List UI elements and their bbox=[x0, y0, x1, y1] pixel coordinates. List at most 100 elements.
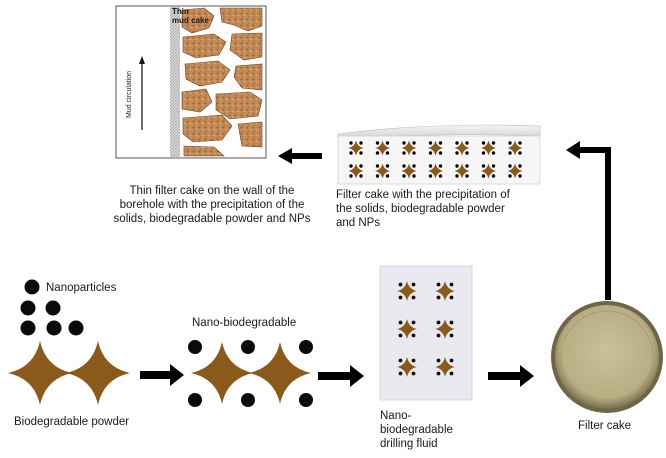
nanoparticle-dot bbox=[385, 141, 390, 145]
biodegradable-particle bbox=[401, 163, 417, 179]
biodegradable-particle bbox=[375, 140, 390, 156]
nanoparticle-dot bbox=[375, 164, 380, 168]
biodegradable-particle bbox=[428, 163, 443, 179]
biodegradable-particle bbox=[481, 163, 496, 179]
nanoparticle bbox=[20, 320, 36, 336]
nanoparticle-dot bbox=[359, 151, 363, 155]
nanoparticle bbox=[188, 393, 202, 407]
biodegradable-particle bbox=[428, 140, 443, 156]
nanoparticle-dot bbox=[398, 371, 403, 376]
nanoparticle-dot bbox=[436, 371, 441, 376]
nanoparticle-dot bbox=[398, 282, 403, 287]
nanoparticle-dot bbox=[375, 141, 380, 145]
nanoparticle-dot bbox=[438, 164, 443, 168]
nanoparticle-dot bbox=[375, 151, 380, 155]
nanoparticle-dot bbox=[428, 141, 433, 145]
nanoparticle-dot bbox=[518, 164, 522, 168]
dish-cake-surface bbox=[555, 305, 659, 409]
nanoparticle-dot bbox=[398, 295, 403, 300]
thin-mud-cake-line-1: Thin bbox=[172, 7, 189, 16]
drilling-fluid-line-3: drilling fluid bbox=[380, 438, 438, 450]
formation-grain bbox=[237, 121, 263, 148]
nanoparticle-dot bbox=[481, 151, 486, 155]
nanoparticle-dot bbox=[465, 174, 469, 178]
filter-cake-label: Filter cake bbox=[578, 420, 632, 432]
biodegradable-particle bbox=[348, 163, 364, 179]
nanoparticle-dot bbox=[411, 333, 416, 338]
biodegradable-powder-label: Biodegradable powder bbox=[14, 416, 130, 428]
formation-grain bbox=[182, 114, 233, 143]
nanoparticle bbox=[299, 340, 313, 354]
formation-grain bbox=[233, 63, 263, 91]
nanoparticle-dot bbox=[359, 164, 363, 168]
biodegradable-particle bbox=[375, 163, 390, 179]
biodegradable-particle bbox=[435, 357, 455, 377]
nanoparticle-dot bbox=[411, 358, 416, 363]
nanoparticle-dot bbox=[436, 282, 441, 287]
biodegradable-powder-particle bbox=[8, 341, 72, 405]
nanoparticle-dot bbox=[402, 164, 406, 168]
arrow-left-to-borehole bbox=[278, 148, 322, 164]
nanoparticle-dot bbox=[455, 151, 459, 155]
nanoparticle-dot bbox=[428, 151, 433, 155]
nanoparticle-dot bbox=[465, 164, 469, 168]
nanoparticle bbox=[68, 320, 84, 336]
biodegradable-particle bbox=[191, 342, 253, 404]
precipitation-cake-caption: Filter cake with the precipitation of th… bbox=[336, 188, 576, 230]
drilling-fluid-label: Nano- biodegradable drilling fluid bbox=[380, 409, 453, 451]
nanoparticle-dot bbox=[518, 151, 522, 155]
nanoparticle-dot bbox=[428, 174, 433, 178]
biodegradable-particle bbox=[435, 319, 455, 339]
nanoparticle-dot bbox=[449, 295, 454, 300]
formation-grain bbox=[219, 7, 263, 32]
nanoparticle-dot bbox=[438, 141, 443, 145]
nanoparticle-dot bbox=[385, 151, 390, 155]
nanoparticle-dot bbox=[375, 174, 380, 178]
nanoparticle-dot bbox=[438, 151, 443, 155]
biodegradable-particle bbox=[249, 342, 311, 404]
formation-grains bbox=[181, 7, 263, 157]
nanoparticle-dot bbox=[508, 151, 512, 155]
nanoparticle-dot bbox=[411, 371, 416, 376]
borehole-wall-panel bbox=[115, 5, 267, 159]
nanoparticle-dot bbox=[359, 141, 363, 145]
drilling-fluid-line-1: Nano- bbox=[380, 410, 412, 422]
nanoparticle-dot bbox=[412, 151, 416, 155]
precip-caption-line-1: Filter cake with the precipitation of bbox=[336, 189, 510, 201]
nanoparticle-dot bbox=[349, 164, 353, 168]
nanoparticle-dot bbox=[465, 141, 469, 145]
nanoparticle-dot bbox=[465, 151, 469, 155]
mud-circulation-arrow bbox=[139, 56, 145, 130]
formation-grain bbox=[183, 145, 225, 157]
nanoparticle-dot bbox=[455, 164, 459, 168]
biodegradable-particle bbox=[397, 319, 417, 339]
nanoparticle-dot bbox=[398, 333, 403, 338]
filter-cake-dish bbox=[551, 301, 663, 413]
nanoparticle-dot bbox=[491, 164, 496, 168]
biodegradable-particle bbox=[481, 140, 496, 156]
nanoparticle-dot bbox=[436, 333, 441, 338]
biodegradable-particle bbox=[401, 140, 417, 156]
formation-grain bbox=[184, 60, 231, 87]
nanoparticle-dot bbox=[402, 141, 406, 145]
nanoparticle-dot bbox=[436, 295, 441, 300]
nanoparticle-dot bbox=[428, 164, 433, 168]
thin-cake-caption-line-2: borehole with the precipitation of the bbox=[119, 199, 305, 211]
drilling-fluid-box bbox=[379, 265, 473, 401]
fluid-particle-pattern bbox=[397, 281, 455, 377]
biodegradable-powder-shapes bbox=[8, 341, 130, 405]
thin-filter-cake-caption: Thin filter cake on the wall of the bore… bbox=[102, 184, 322, 226]
thin-mud-cake-layer bbox=[170, 7, 180, 157]
nanoparticle-dot bbox=[412, 164, 416, 168]
nanoparticle-dot bbox=[385, 174, 390, 178]
nanoparticle-dot bbox=[349, 151, 353, 155]
nanoparticle-dot bbox=[398, 358, 403, 363]
nano-biodegradable-shapes bbox=[188, 340, 313, 407]
nanoparticles-cluster bbox=[20, 279, 84, 336]
biodegradable-particle bbox=[435, 281, 455, 301]
nanoparticle-dot bbox=[455, 141, 459, 145]
mud-circulation-label: Mud circulation bbox=[126, 70, 133, 118]
nanoparticle-dot bbox=[449, 333, 454, 338]
thin-mud-cake-line-2: mud cake bbox=[172, 16, 209, 25]
nanoparticle-dot bbox=[411, 282, 416, 287]
